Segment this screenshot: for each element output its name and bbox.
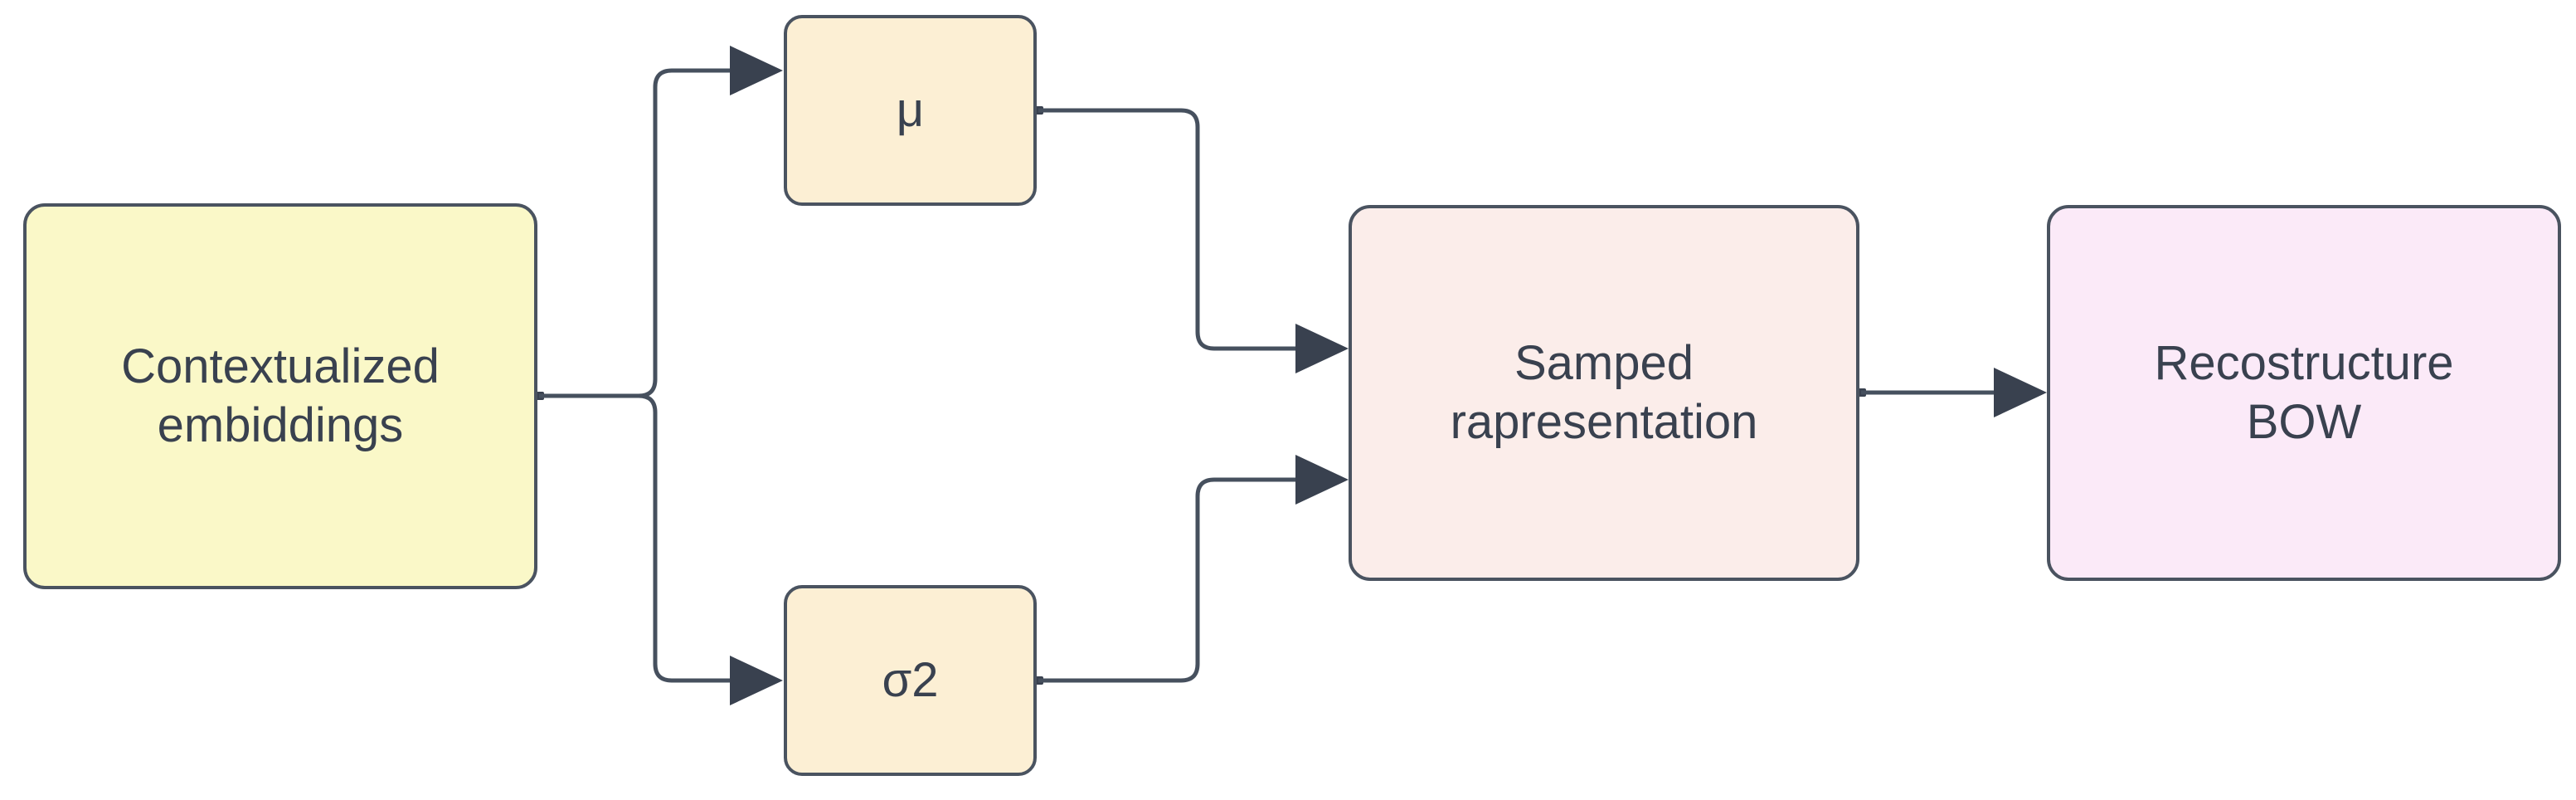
node-sigma2[interactable]: σ2: [784, 585, 1037, 776]
edge-path-sigma2-sampled: [1038, 477, 1337, 683]
node-sampled-representation[interactable]: Samped rapresentation: [1349, 205, 1859, 581]
edge-path-mu-sampled: [1038, 108, 1337, 351]
edge-path-embeddings-sigma2: [539, 393, 771, 683]
arrowhead-sigma2-to-sampled: [1295, 455, 1349, 505]
node-mu[interactable]: μ: [784, 15, 1037, 206]
edge-sigma2-to-sampled: [1033, 455, 1349, 685]
edge-embeddings-to-sigma2: [539, 393, 783, 705]
node-contextualized-embeddings[interactable]: Contextualized embiddings: [23, 203, 537, 589]
edge-sampled-to-bow: [1856, 368, 2047, 417]
edge-path-embeddings-mu: [539, 68, 771, 398]
arrowhead-to-mu: [730, 46, 783, 95]
arrowhead-sampled-to-bow: [1994, 368, 2047, 417]
arrowhead-to-sigma2: [730, 656, 783, 705]
node-recostructure-bow[interactable]: Recostructure BOW: [2047, 205, 2561, 581]
edge-embeddings-to-mu: [534, 46, 783, 400]
edge-mu-to-sampled: [1033, 106, 1349, 373]
arrowhead-mu-to-sampled: [1295, 324, 1349, 373]
